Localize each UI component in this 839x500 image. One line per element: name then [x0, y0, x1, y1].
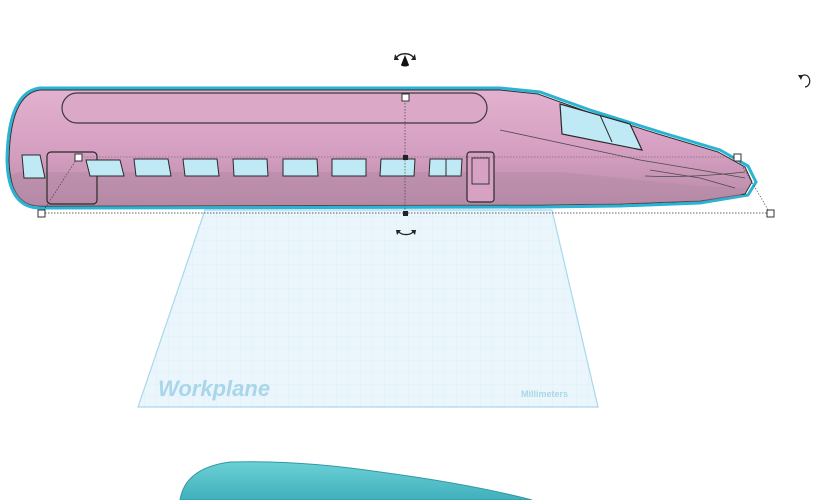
roof-pod	[61, 92, 488, 124]
resize-handle-top[interactable]	[401, 93, 410, 102]
resize-handle-bottom-right[interactable]	[766, 209, 775, 218]
rotate-arrow-icon[interactable]	[396, 230, 416, 236]
rear-door	[46, 151, 98, 205]
selection-outline	[5, 86, 758, 210]
center-handle[interactable]	[403, 155, 408, 160]
resize-handle-right[interactable]	[733, 153, 742, 162]
teal-shape[interactable]	[179, 461, 533, 500]
rotate-arrow-icon[interactable]	[394, 53, 416, 60]
resize-handle-bottom-left[interactable]	[37, 209, 46, 218]
workplane-label: Workplane	[158, 376, 270, 401]
rotate-arrow-icon[interactable]	[798, 74, 811, 88]
workplane-units: Millimeters	[521, 389, 568, 399]
resize-handle-left[interactable]	[74, 153, 83, 162]
lift-cone-icon[interactable]	[401, 55, 409, 67]
train-model[interactable]	[5, 86, 758, 210]
workplane[interactable]: Workplane Millimeters	[137, 209, 599, 408]
passenger-windows	[85, 158, 463, 177]
cab-window	[559, 103, 644, 151]
bottom-center-handle[interactable]	[403, 211, 408, 216]
